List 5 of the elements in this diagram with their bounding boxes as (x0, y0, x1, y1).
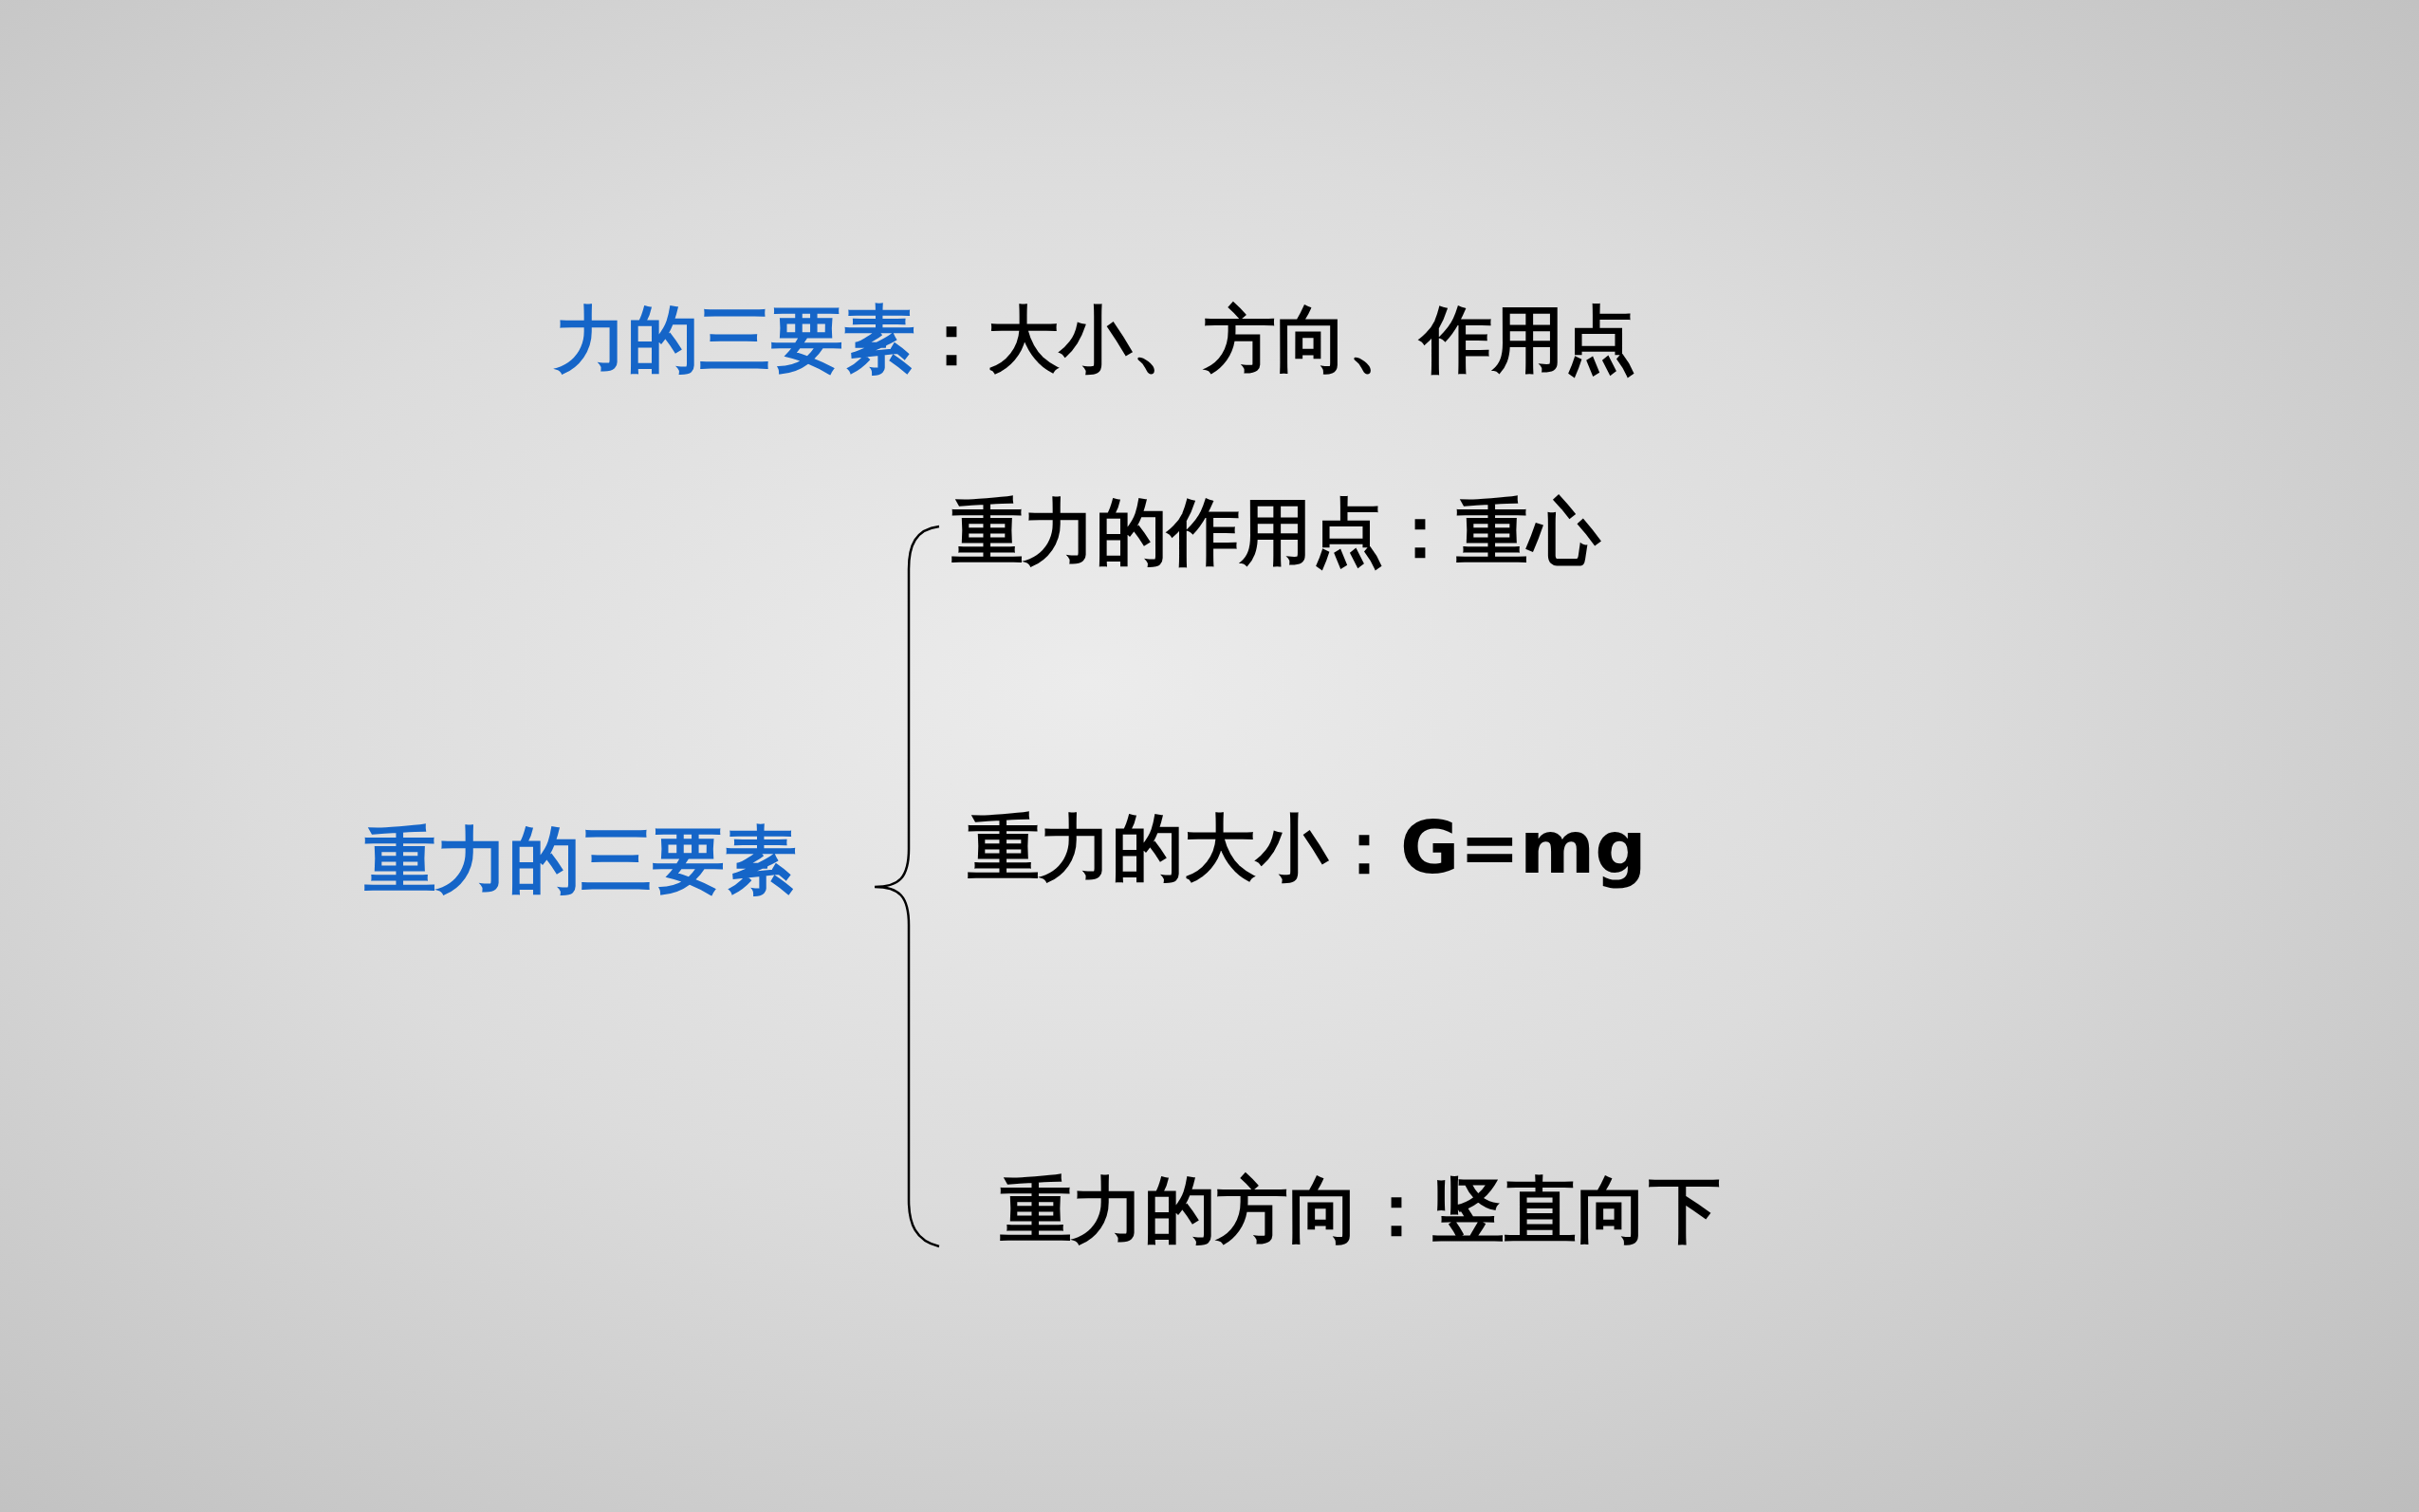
list-item-text: 重力的方向：竖直向下 (1000, 1167, 1721, 1254)
heading-text: 力的三要素：大小、方向、作用点 (555, 296, 1636, 383)
list-item-text: 重力的大小：G=mg (968, 804, 1647, 892)
group-title: 重力的三要素 (364, 817, 797, 904)
list-item-text: 重力的作用点：重心 (951, 489, 1600, 576)
